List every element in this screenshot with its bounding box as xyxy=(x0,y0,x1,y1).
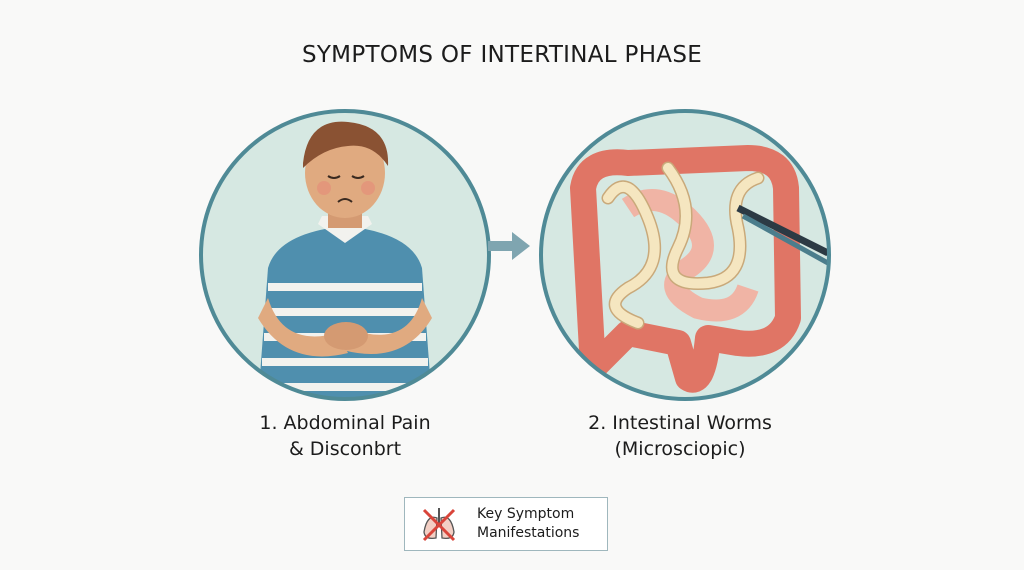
caption-abdominal-pain: 1. Abdominal Pain & Disconbrt xyxy=(195,410,495,462)
caption-line: & Disconbrt xyxy=(288,438,402,460)
intestinal-worms-illustration xyxy=(538,108,832,402)
legend-box: Key Symptom Manifestations xyxy=(404,497,608,551)
page-title: SYMPTOMS OF INTERTINAL PHASE xyxy=(301,42,703,68)
caption-line: 2. Intestinal Worms xyxy=(588,412,772,434)
legend-line: Manifestations xyxy=(477,525,580,541)
arrow-right-icon xyxy=(488,232,532,264)
abdominal-pain-illustration xyxy=(198,108,492,402)
lungs-crossed-icon xyxy=(422,508,456,542)
caption-line: 1. Abdominal Pain xyxy=(259,412,431,434)
legend-line: Key Symptom xyxy=(477,506,575,522)
caption-line: (Microsciopic) xyxy=(614,438,746,460)
caption-intestinal-worms: 2. Intestinal Worms (Microsciopic) xyxy=(530,410,830,462)
